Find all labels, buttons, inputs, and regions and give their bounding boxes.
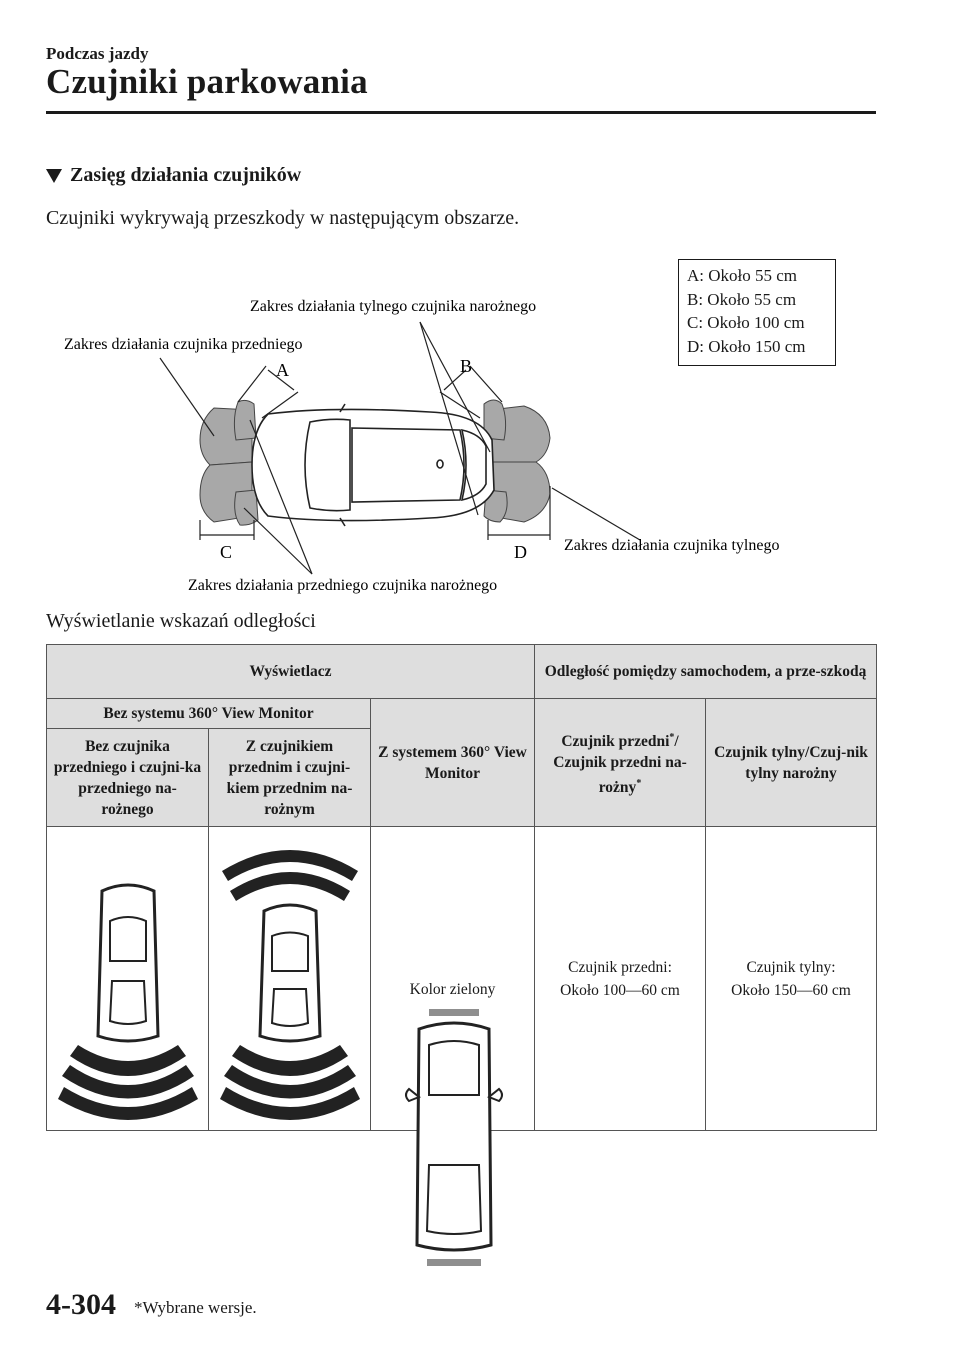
header-without-360: Bez systemu 360° View Monitor [46, 698, 371, 729]
rear-corner-zone-lower [483, 489, 508, 523]
header-no-front-sensor: Bez czujnika przedniego i czujni-ka prze… [46, 728, 209, 827]
rear-distance-cell: Czujnik tylny: Około 150—60 cm [705, 826, 878, 1131]
sensor-range-diagram: A B C D Zakres działania czujnika przedn… [64, 298, 779, 594]
label-d: D [514, 542, 527, 562]
display-section-title: Wyświetlanie wskazań odległości [46, 610, 316, 632]
page-title: Czujniki parkowania [46, 62, 368, 101]
rear-corner-zone-upper [483, 399, 507, 441]
intro-text: Czujniki wykrywają przeszkody w następuj… [46, 207, 520, 229]
label-b: B [460, 356, 472, 376]
display-cell-360: Kolor zielony [369, 826, 536, 1266]
subheading: Zasięg działania czujników [46, 164, 301, 187]
front-sensor-label: Czujnik przedni: [568, 958, 672, 976]
range-b: B: Około 55 cm [687, 289, 797, 309]
car-360-image [405, 1008, 503, 1266]
front-corner-zone-lower [234, 489, 259, 526]
label-front-range: Zakres działania czujnika przedniego [64, 336, 303, 353]
title-rule [46, 111, 876, 114]
green-bar-front [429, 1008, 479, 1016]
label-rear-range: Zakres działania czujnika tylnego [564, 537, 779, 554]
section-title: Podczas jazdy [46, 44, 149, 63]
display-cell-no-front [46, 826, 209, 1131]
color-note: Kolor zielony [409, 980, 496, 998]
car-top-view [251, 403, 495, 527]
header-with-360: Z systemem 360° View Monitor [369, 698, 536, 827]
subheading-text: Zasięg działania czujników [70, 164, 302, 186]
page-number: 4-304 [46, 1288, 116, 1321]
rear-sensor-range: Około 150—60 cm [731, 981, 851, 999]
triangle-bullet-icon [46, 168, 62, 183]
car-front-rear-arcs-image [219, 850, 360, 1120]
display-cell-with-front [208, 826, 371, 1131]
front-sensor-range: Około 100—60 cm [560, 981, 680, 999]
rear-sensor-label: Czujnik tylny: [746, 958, 836, 976]
header-distance: Odległość pomiędzy samochodem, a prze-sz… [534, 644, 878, 699]
header-front-sensor: Czujnik przedni*/ Czujnik przedni na-roż… [534, 698, 707, 827]
footnote: *Wybrane wersje. [134, 1298, 257, 1317]
front-corner-zone-upper [233, 399, 257, 441]
header-with-front-sensor: Z czujnikiem przednim i czujni-kiem prze… [208, 728, 371, 827]
front-distance-cell: Czujnik przedni: Około 100—60 cm [534, 826, 707, 1131]
range-a: A: Około 55 cm [687, 266, 798, 285]
label-rear-corner-range: Zakres działania tylnego czujnika narożn… [250, 298, 536, 315]
label-a: A [276, 360, 289, 380]
distance-display-table: Wyświetlacz Odległość pomiędzy samochode… [45, 644, 878, 1266]
range-c: C: Około 100 cm [687, 313, 805, 332]
header-rear-sensor: Czujnik tylny/Czuj-nik tylny narożny [705, 698, 878, 827]
range-legend-box: A: Około 55 cm B: Około 55 cm C: Około 1… [678, 259, 836, 366]
label-front-corner-range: Zakres działania przedniego czujnika nar… [188, 577, 497, 594]
label-c: C [220, 542, 232, 562]
range-d: D: Około 150 cm [687, 336, 806, 356]
car-rear-arcs-image [57, 883, 198, 1120]
header-display: Wyświetlacz [45, 644, 536, 699]
green-bar-rear [427, 1258, 481, 1266]
